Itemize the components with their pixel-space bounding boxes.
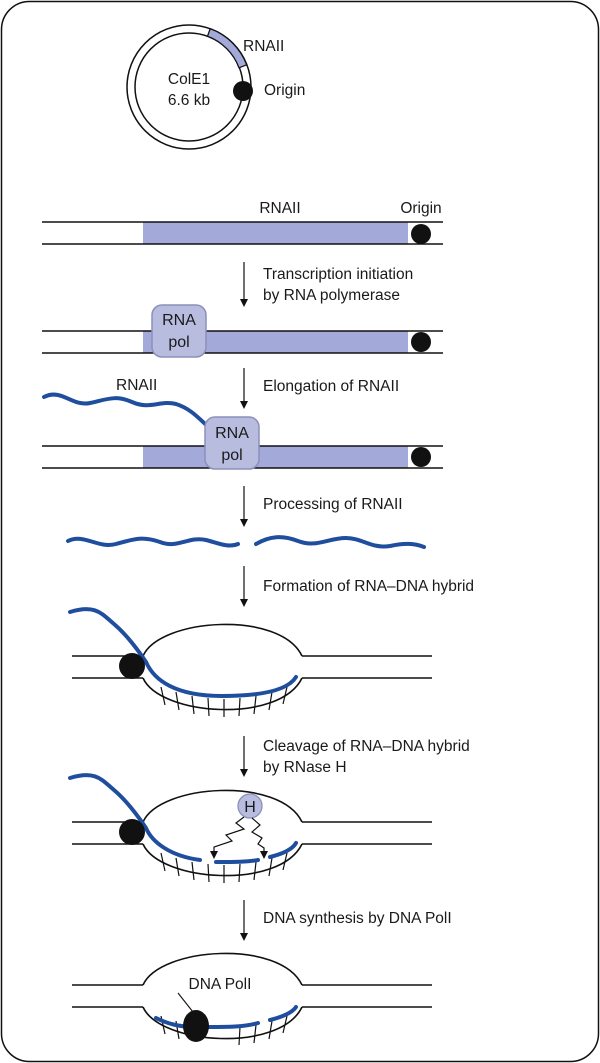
plasmid: ColE1 6.6 kb RNAII Origin [126, 24, 305, 150]
dna-pol-i-label: DNA PolI [189, 976, 252, 993]
elong-rna-polymerase [204, 416, 260, 470]
plasmid-size: 6.6 kb [168, 92, 210, 109]
elong-rnaii-label: RNAII [116, 377, 157, 394]
cleave-base-pairs [160, 852, 288, 883]
step-1-label-line1: Transcription initiation [263, 266, 413, 283]
step-6-label: DNA synthesis by DNA PolI [263, 910, 452, 927]
plasmid-rnaii-label: RNAII [243, 38, 284, 55]
elong-polymerase-label-line2: pol [221, 447, 242, 464]
plasmid-origin-dot [233, 81, 253, 101]
elong-origin-dot [411, 447, 431, 467]
stage-processing [66, 535, 426, 549]
init-origin-dot [411, 332, 431, 352]
init-rna-polymerase [151, 304, 207, 358]
synth-bubble-top-strand [142, 952, 303, 986]
hybrid-base-pairs [160, 686, 288, 717]
synth-base-pairs [160, 1015, 288, 1046]
plasmid-origin-label: Origin [264, 82, 305, 99]
synth-rna-middle [206, 1021, 260, 1029]
rnase-h-enzyme [237, 793, 263, 819]
linear-map: RNAII Origin [42, 200, 443, 245]
cleave-rna-middle-segment [214, 858, 260, 864]
elong-rnaii-transcript [42, 392, 216, 434]
cleave-origin-dot [119, 819, 145, 845]
cleave-rna-right-segment [268, 841, 298, 859]
processed-rna-left-fragment [66, 536, 240, 548]
rnase-h-label: H [244, 799, 256, 816]
step-5-label-line1: Cleavage of RNA–DNA hybrid [263, 738, 470, 755]
cleave-bubble-bottom-strand [142, 843, 303, 877]
stage-elongation: RNAII RNA pol [42, 377, 443, 470]
processed-rna-right-fragment [254, 535, 426, 549]
elong-rnaii-region [143, 446, 408, 468]
rnase-h-right-cut-arrow [250, 817, 268, 859]
synth-rna-right [268, 1005, 298, 1022]
hybrid-rna-strand [68, 607, 298, 699]
map-rnaii-label: RNAII [259, 200, 300, 217]
plasmid-name: ColE1 [168, 71, 210, 88]
plasmid-rnaii-segment [206, 27, 248, 69]
dna-pol-i-enzyme [183, 1010, 209, 1042]
dna-pol-i-leader [177, 992, 194, 1013]
map-rnaii-region [143, 222, 408, 244]
cleave-bubble-top-strand [142, 789, 303, 823]
stage-hybrid [68, 607, 432, 717]
step-3-label: Processing of RNAII [263, 496, 403, 513]
step-5-label-line2: by RNase H [263, 759, 347, 776]
init-polymerase-label-line2: pol [168, 334, 189, 351]
hybrid-origin-dot [119, 653, 145, 679]
init-polymerase-label-line1: RNA [162, 312, 196, 329]
map-origin-label: Origin [400, 200, 441, 217]
stage-dna-synthesis: DNA PolI [72, 952, 432, 1046]
stage-cleavage: H [68, 773, 432, 883]
rnase-h-left-cut-arrow [210, 816, 246, 859]
cleave-rna-left-segment [68, 773, 202, 862]
elong-polymerase-label-line1: RNA [215, 425, 249, 442]
step-2-label: Elongation of RNAII [263, 378, 399, 395]
hybrid-bubble-top-strand [142, 623, 303, 657]
step-1-label-line2: by RNA polymerase [263, 287, 400, 304]
init-rnaii-region [143, 331, 408, 353]
stage-initiation: RNA pol [42, 304, 443, 358]
map-origin-dot [411, 224, 431, 244]
step-4-label: Formation of RNA–DNA hybrid [263, 578, 474, 595]
synth-bubble-bottom-strand [142, 1006, 303, 1040]
hybrid-bubble-bottom-strand [142, 677, 303, 711]
